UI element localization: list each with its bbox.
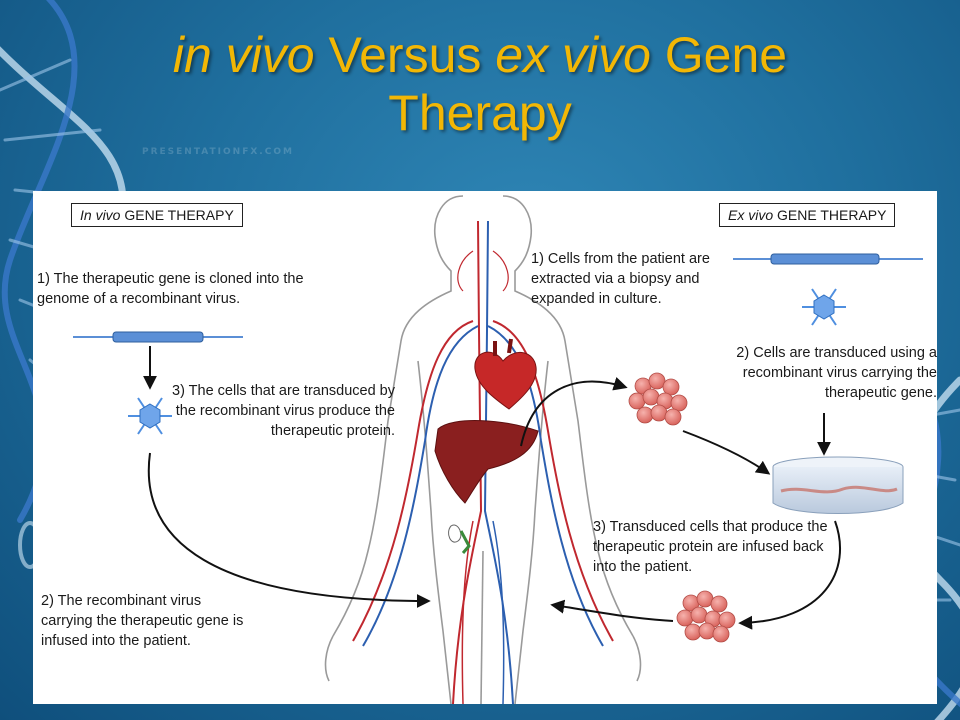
- ex-vivo-header-rest: GENE THERAPY: [773, 207, 887, 223]
- heart-icon: [474, 351, 537, 410]
- title-versus: Versus: [314, 27, 496, 83]
- title-line-1: in vivo Versus ex vivo Gene: [60, 26, 900, 84]
- ex-vivo-gene-bar: [733, 253, 923, 265]
- ex-vivo-step-2: 2) Cells are transduced using a recombin…: [736, 345, 937, 401]
- ex-vivo-step-3: 3) Transduced cells that produce the the…: [593, 519, 828, 575]
- gene-therapy-diagram: In vivo GENE THERAPY Ex vivo GENE THERAP…: [33, 191, 937, 704]
- flow-arrows: [143, 346, 841, 630]
- in-vivo-gene-bar: [73, 331, 243, 343]
- title-gene: Gene: [650, 27, 788, 83]
- in-vivo-step-3: 3) The cells that are transduced by the …: [172, 383, 395, 439]
- in-vivo-header: In vivo GENE THERAPY: [71, 203, 243, 227]
- title-in-vivo: in vivo: [172, 27, 315, 83]
- ex-vivo-header-italic: Ex vivo: [728, 207, 774, 223]
- in-vivo-step-1: 1) The therapeutic gene is cloned into t…: [37, 271, 304, 307]
- virus-icon-in-vivo: [128, 397, 172, 435]
- liver-icon: [434, 420, 539, 504]
- culture-dish-icon: [772, 456, 904, 514]
- human-body-outline: [324, 195, 642, 704]
- in-vivo-header-rest: GENE THERAPY: [120, 207, 234, 223]
- blood-vessels: [352, 220, 614, 704]
- watermark: PRESENTATIONFX.COM: [142, 147, 294, 157]
- title-line-2: Therapy: [388, 85, 572, 141]
- kidney-icon: [448, 524, 462, 543]
- cell-cluster-extracted: [628, 372, 688, 426]
- slide-title: in vivo Versus ex vivo Gene Therapy: [60, 26, 900, 142]
- diagram-illustration: [73, 195, 923, 704]
- cell-cluster-transduced: [676, 590, 736, 643]
- in-vivo-header-italic: In vivo: [80, 207, 121, 223]
- in-vivo-step-2: 2) The recombinant virus carrying the th…: [41, 593, 244, 649]
- ex-vivo-header: Ex vivo GENE THERAPY: [719, 203, 896, 227]
- title-ex-vivo: ex vivo: [495, 27, 651, 83]
- virus-icon-ex-vivo: [802, 288, 846, 326]
- ex-vivo-step-1: 1) Cells from the patient are extracted …: [531, 251, 710, 307]
